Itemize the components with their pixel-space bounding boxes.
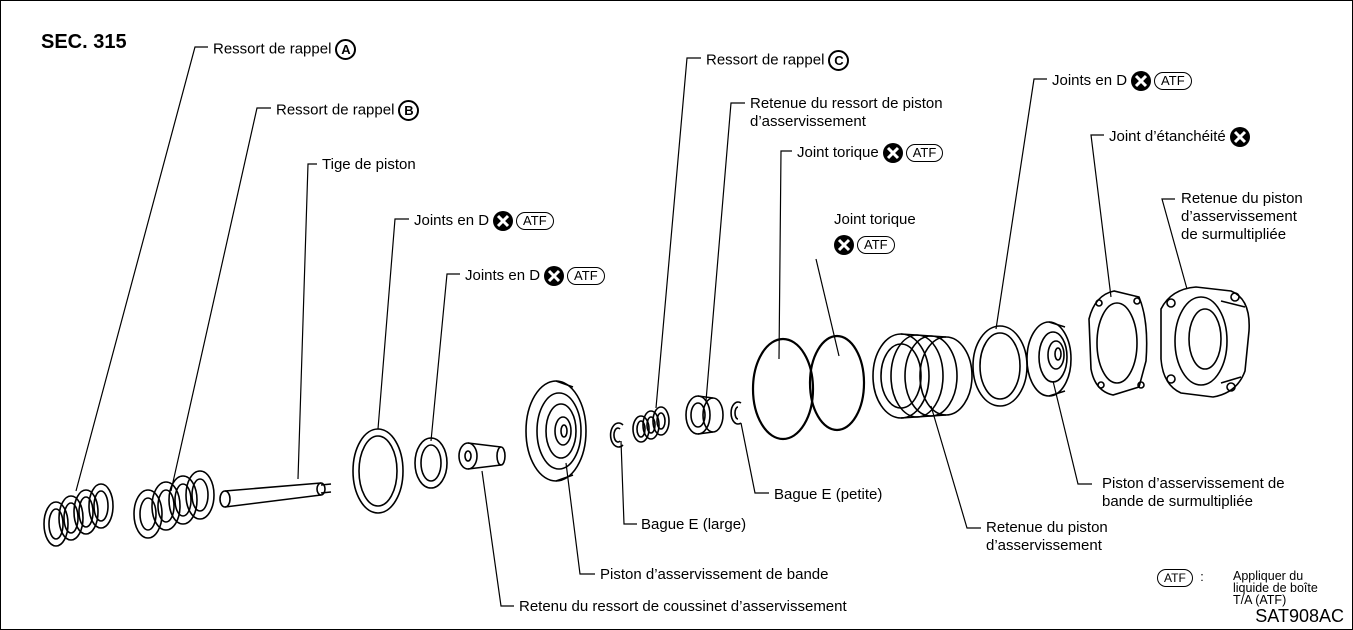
replace-x-icon bbox=[493, 211, 514, 231]
label-tige: Tige de piston bbox=[322, 156, 416, 173]
leader-piston-surmult bbox=[1052, 380, 1092, 485]
label-retenue-piston: Retenue du piston d’asservissement bbox=[986, 519, 1108, 554]
atf-icon: ATF bbox=[1154, 72, 1192, 90]
label-piston-surmult: Piston d’asservissement de bande de surm… bbox=[1102, 475, 1285, 510]
atf-icon: ATF bbox=[516, 212, 554, 230]
retenu-coussinet-part bbox=[458, 442, 506, 470]
replace-x-icon bbox=[882, 143, 903, 163]
legend: ATF : bbox=[1157, 569, 1204, 587]
leader-ressort-a bbox=[75, 46, 208, 492]
bague-large-part bbox=[609, 422, 624, 448]
leader-retenu-coussinet bbox=[481, 470, 514, 607]
leader-joint-etancheite bbox=[1090, 134, 1112, 298]
atf-icon: ATF bbox=[567, 267, 605, 285]
label-retenue-surmult: Retenue du piston d’asservissement de su… bbox=[1181, 190, 1303, 243]
section-number: SEC. 315 bbox=[41, 31, 127, 53]
replace-x-icon bbox=[1131, 71, 1152, 91]
bague-petite-part bbox=[730, 401, 742, 425]
piston-surmult-part bbox=[1026, 321, 1072, 397]
piston-bande-part bbox=[525, 380, 587, 482]
joint-etancheite-part bbox=[1088, 290, 1148, 396]
leader-ressort-c bbox=[655, 57, 701, 409]
joints-d-1-part bbox=[352, 428, 404, 514]
leader-joints-d-3 bbox=[995, 78, 1047, 330]
leader-retenue-ressort bbox=[705, 102, 745, 402]
joints-d-3-part bbox=[972, 325, 1028, 407]
leader-tige bbox=[297, 163, 317, 480]
circle-a-icon: A bbox=[335, 39, 357, 60]
label-bague-petite: Bague E (petite) bbox=[774, 486, 883, 503]
atf-icon: ATF bbox=[905, 144, 944, 162]
leader-bague-large bbox=[620, 440, 637, 525]
ressort-b-part bbox=[133, 470, 215, 539]
retenue-piston-part bbox=[872, 333, 973, 419]
atf-icon: ATF bbox=[857, 236, 895, 254]
leader-joints-d-2 bbox=[430, 273, 460, 442]
replace-x-icon bbox=[1229, 127, 1250, 147]
label-retenu-coussinet: Retenu du ressort de coussinet d’asservi… bbox=[519, 598, 847, 615]
retenue-surmult-part bbox=[1160, 286, 1250, 398]
label-piston-bande: Piston d’asservissement de bande bbox=[600, 566, 829, 583]
ressort-c-part bbox=[632, 406, 670, 443]
leader-joints-d-1 bbox=[377, 218, 409, 430]
label-bague-large: Bague E (large) bbox=[641, 516, 747, 533]
joint-torique-1-part bbox=[751, 337, 815, 441]
leader-retenue-surmult bbox=[1161, 198, 1188, 290]
joints-d-2-part bbox=[414, 437, 448, 489]
leader-joint-torique-1 bbox=[778, 150, 792, 360]
ressort-a-part bbox=[43, 483, 114, 547]
label-joint-etancheite: Joint d’étanchéité bbox=[1109, 127, 1250, 147]
leader-joint-torique-2 bbox=[815, 258, 840, 357]
leader-piston-bande bbox=[565, 462, 595, 575]
tige-part bbox=[219, 482, 332, 508]
label-joint-torique-2: Joint torique ATF bbox=[834, 211, 916, 255]
joint-torique-2-part bbox=[808, 334, 866, 432]
leader-ressort-b bbox=[170, 107, 271, 492]
leader-bague-petite bbox=[740, 422, 769, 494]
replace-x-icon bbox=[544, 266, 565, 286]
circle-b-icon: B bbox=[398, 100, 420, 121]
legend-text: Appliquer du liquide de boîte T/A (ATF) bbox=[1233, 569, 1318, 607]
label-retenue-ressort: Retenue du ressort de piston d’asserviss… bbox=[750, 95, 943, 130]
retenue-ressort-part bbox=[685, 395, 724, 435]
atf-icon: ATF bbox=[1157, 569, 1193, 587]
replace-x-icon bbox=[834, 235, 854, 255]
leader-retenue-piston bbox=[930, 405, 981, 529]
figure-code: SAT908AC bbox=[1255, 606, 1344, 626]
circle-c-icon: C bbox=[828, 50, 850, 71]
